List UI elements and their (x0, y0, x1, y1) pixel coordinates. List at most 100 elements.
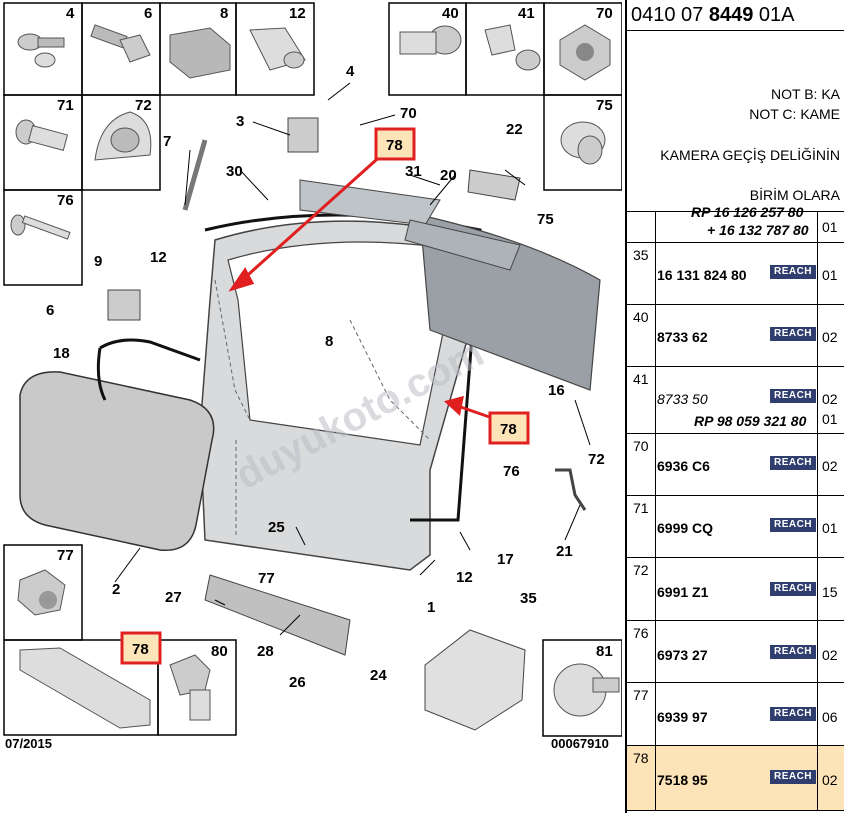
inset-label: 40 (442, 5, 459, 22)
inset-part-bolt-81 (553, 663, 620, 717)
label-8: 8 (325, 333, 333, 350)
inset-part-clip-12 (249, 27, 306, 71)
row-qty: 02 (822, 391, 838, 407)
reach-badge: REACH (770, 389, 816, 403)
label-12b: 12 (456, 569, 473, 586)
table-row-highlighted[interactable]: 78 7518 95 REACH 02 (627, 745, 844, 811)
inset-part-nut-70 (559, 24, 611, 81)
table-row[interactable]: 72 6991 Z1 REACH 15 (627, 557, 844, 621)
label-2: 2 (112, 581, 120, 598)
table-row[interactable]: 40 8733 62 REACH 02 (627, 304, 844, 367)
label-76: 76 (503, 463, 520, 480)
table-row[interactable]: 70 6936 C6 REACH 02 (627, 433, 844, 496)
inset-label: 76 (57, 192, 74, 209)
label-70: 70 (400, 105, 417, 122)
row-part: 8733 50 (657, 391, 708, 407)
label-72: 72 (588, 451, 605, 468)
label-30: 30 (226, 163, 243, 180)
label-16: 16 (548, 382, 565, 399)
part-labels: 4 6 8 12 71 72 76 77 80 40 41 70 75 81 1… (46, 5, 613, 691)
inset-part-screw-4 (17, 33, 65, 68)
table-row[interactable]: 35 16 131 824 80 REACH 01 (627, 242, 844, 305)
trim-panel-16 (419, 214, 601, 391)
callout-78-top: 78 (374, 127, 416, 161)
row-ref: 77 (633, 687, 649, 703)
row-ref: 72 (633, 562, 649, 578)
row-part: 6999 CQ (657, 520, 714, 536)
inset-label: 71 (57, 97, 74, 114)
window-glass-2 (19, 371, 215, 552)
partial-line1: RP 16 126 257 80 (691, 204, 804, 220)
note-b: NOT B: KA (771, 86, 840, 102)
inset-part-cover-78 (19, 647, 151, 729)
inset-part-clip-75 (560, 121, 606, 165)
inset-grid-bottom-left (3, 544, 622, 737)
diagram-date: 07/2015 (5, 736, 52, 751)
leader-lines (114, 82, 591, 636)
row-qty: 15 (822, 584, 838, 600)
row-part: 7518 95 (657, 772, 708, 788)
table-row[interactable]: 77 6939 97 REACH 06 (627, 682, 844, 746)
row-ref: 76 (633, 625, 649, 641)
row-qty: 01 (822, 520, 838, 536)
row-ref: 70 (633, 438, 649, 454)
label-1: 1 (427, 599, 435, 616)
reach-badge: REACH (770, 770, 816, 784)
table-row[interactable]: 41 8733 50 REACH 02 RP 98 059 321 80 01 (627, 366, 844, 434)
seal-18 (96, 338, 201, 401)
bracket-22 (467, 169, 521, 201)
label-20: 20 (440, 167, 457, 184)
label-9: 9 (94, 253, 102, 270)
row-ref: 35 (633, 247, 649, 263)
label-22: 22 (506, 121, 523, 138)
table-row[interactable]: 76 6973 27 REACH 02 (627, 620, 844, 683)
row-part: 6991 Z1 (657, 584, 709, 600)
table-row[interactable]: 71 6999 CQ REACH 01 (627, 495, 844, 558)
row-qty: 02 (822, 772, 838, 788)
inset-label: 12 (289, 5, 306, 22)
inset-grid-top-left (3, 2, 315, 286)
ecu-35 (424, 629, 526, 731)
hinge-3 (287, 117, 319, 153)
inset-label: 81 (596, 643, 613, 660)
inset-label: 75 (596, 97, 613, 114)
callout-78-right: 78 (488, 411, 530, 445)
row-qty: 02 (822, 329, 838, 345)
label-4: 4 (346, 63, 355, 80)
inset-label: 77 (57, 547, 74, 564)
reach-badge: REACH (770, 582, 816, 596)
reference-number: 0410 07 8449 01A (631, 4, 795, 27)
inset-part-rivet-76 (10, 214, 71, 240)
row-ref: 41 (633, 371, 649, 387)
inset-label: 70 (596, 5, 613, 22)
reach-badge: REACH (770, 456, 816, 470)
inset-label: 8 (220, 5, 228, 22)
label-25: 25 (268, 519, 285, 536)
row-substitute: RP 98 059 321 80 (694, 413, 807, 429)
ref-suffix: 01A (753, 4, 795, 26)
ref-bold: 8449 (708, 4, 754, 26)
label-7: 7 (163, 133, 171, 150)
row-part: 8733 62 (657, 329, 708, 345)
table-row-partial[interactable]: RP 16 126 257 80 + 16 132 787 80 01 (627, 204, 844, 243)
svg-text:78: 78 (132, 641, 149, 658)
inset-part-nut-77 (17, 569, 66, 616)
strut-7 (182, 139, 208, 211)
label-3: 3 (236, 113, 244, 130)
label-21: 21 (556, 543, 573, 560)
label-77: 77 (258, 570, 275, 587)
reach-badge: REACH (770, 265, 816, 279)
row-ref: 40 (633, 309, 649, 325)
label-12: 12 (150, 249, 167, 266)
partial-qty: 01 (822, 219, 838, 235)
ref-prefix: 0410 07 (631, 4, 709, 26)
diagram-id: 00067910 (551, 736, 609, 751)
tailgate-exploded-diagram: duyukoto.com 4 6 8 12 71 72 76 77 80 40 … (3, 2, 622, 751)
inset-label: 41 (518, 5, 535, 22)
row-part: 6973 27 (657, 647, 708, 663)
note-c: NOT C: KAME (749, 106, 840, 122)
row-sub-qty: 01 (822, 411, 838, 427)
handle-20 (404, 219, 521, 271)
svg-text:78: 78 (500, 421, 517, 438)
row-qty: 02 (822, 647, 838, 663)
